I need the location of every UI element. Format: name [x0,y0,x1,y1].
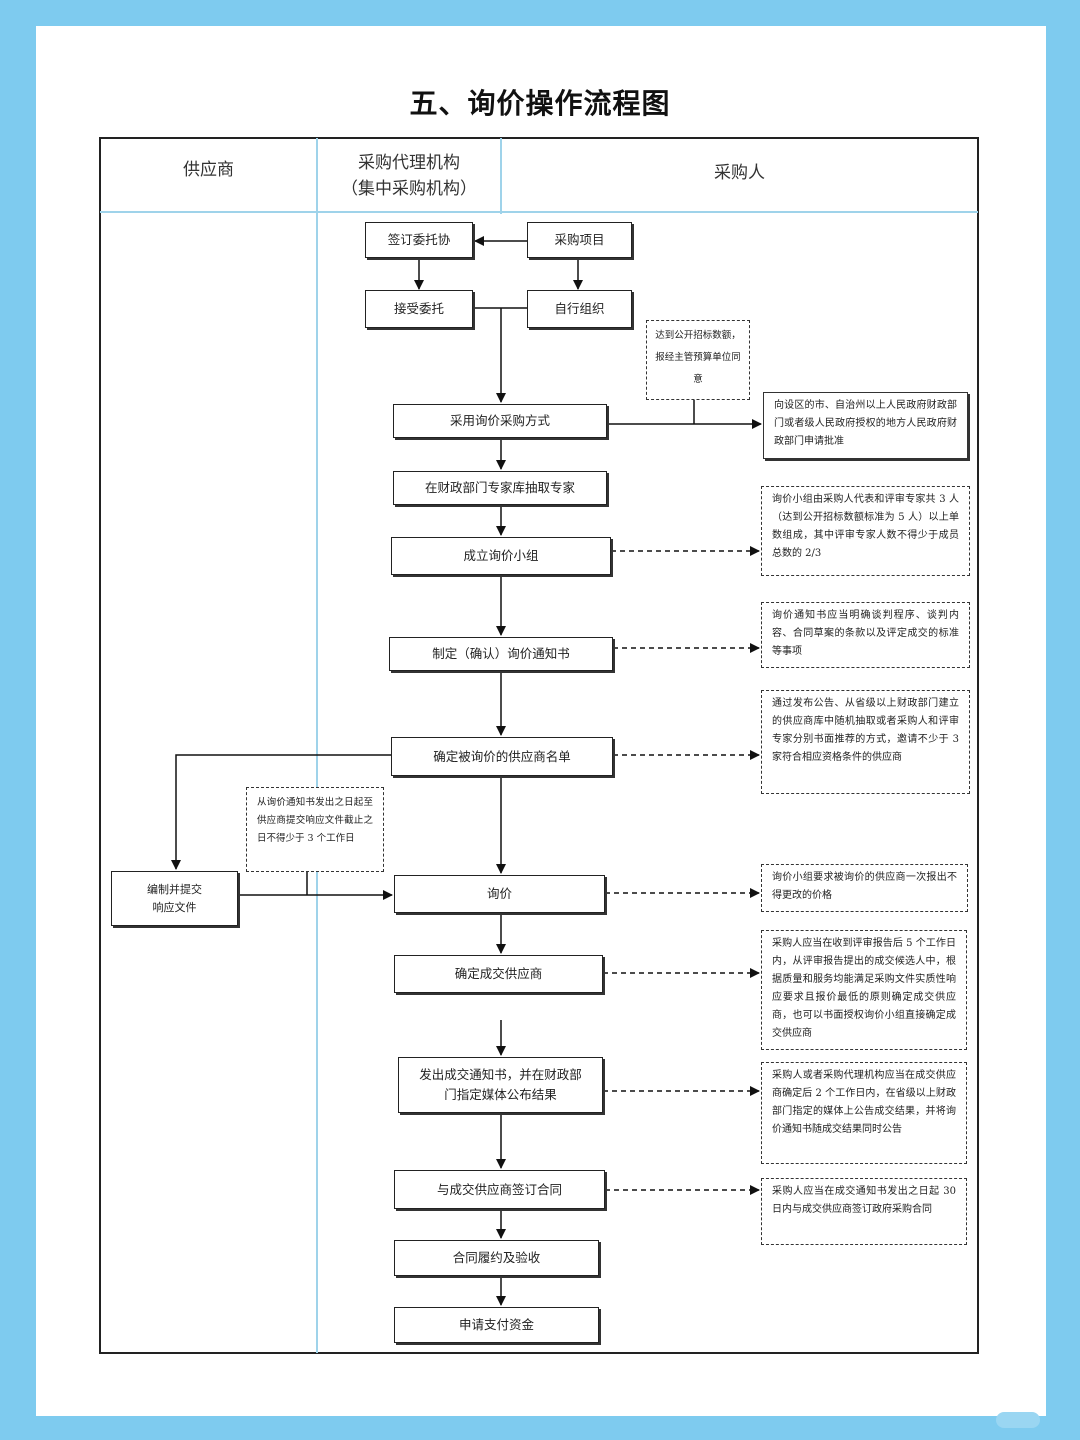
step-form-group: 成立询价小组 [391,537,611,575]
lane-header-purchaser: 采购人 [714,163,765,183]
step-publish-result-line2: 门指定媒体公布结果 [444,1087,557,1102]
step-payment: 申请支付资金 [394,1307,599,1343]
step-prepare-response-line2: 响应文件 [152,900,197,914]
diagram-frame [99,137,979,1354]
lane-header-agency: 采购代理机构 （集中采购机构） [317,150,501,202]
step-inquiry: 询价 [394,875,605,913]
step-sign-entrust: 签订委托协 [365,222,473,258]
note-contract-rule: 采购人应当在成交通知书发出之日起 30 日内与成交供应商签订政府采购合同 [761,1178,967,1245]
note-one-time-quote: 询价小组要求被询价的供应商一次报出不得更改的价格 [761,864,968,912]
note-threshold: 达到公开招标数额，报经主管预算单位同意 [646,320,750,400]
step-determine-list: 确定被询价的供应商名单 [391,737,613,776]
step-acceptance: 合同履约及验收 [394,1240,599,1276]
step-prepare-response-line1: 编制并提交 [147,882,202,896]
note-winner-rule: 采购人应当在收到评审报告后 5 个工作日内，从评审报告提出的成交候选人中，根据质… [761,930,967,1050]
note-supplier-selection: 通过发布公告、从省级以上财政部门建立的供应商库中随机抽取或者采购人和评审专家分别… [761,690,970,794]
step-determine-winner: 确定成交供应商 [394,955,603,993]
step-publish-result: 发出成交通知书，并在财政部 门指定媒体公布结果 [398,1057,603,1113]
note-notice-content: 询价通知书应当明确谈判程序、谈判内容、合同草案的条款以及评定成交的标准等事项 [761,602,970,668]
step-procurement-project: 采购项目 [527,222,632,258]
step-adopt-inquiry: 采用询价采购方式 [393,404,607,438]
step-accept-entrust: 接受委托 [365,290,473,328]
note-group-composition: 询价小组由采购人代表和评审专家共 3 人（达到公开招标数额标准为 5 人）以上单… [761,486,970,576]
watermark-badge [996,1412,1040,1428]
note-approval: 向设区的市、自治州以上人民政府财政部门或者级人民政府授权的地方人民政府财政部门申… [763,392,968,459]
step-sign-contract: 与成交供应商签订合同 [394,1170,605,1209]
note-response-time: 从询价通知书发出之日起至供应商提交响应文件截止之日不得少于 3 个工作日 [246,787,384,872]
step-prepare-response: 编制并提交 响应文件 [111,871,238,926]
step-make-notice: 制定（确认）询价通知书 [389,637,613,671]
step-publish-result-line1: 发出成交通知书，并在财政部 [419,1067,582,1082]
step-draw-experts: 在财政部门专家库抽取专家 [393,471,607,505]
arrow-list-to-supplier [171,754,391,870]
lane-header-supplier: 供应商 [183,160,234,180]
page-title: 五、询价操作流程图 [409,87,671,120]
note-announce-rule: 采购人或者采购代理机构应当在成交供应商确定后 2 个工作日内，在省级以上财政部门… [761,1062,967,1164]
lane-header-agency-line1: 采购代理机构 [358,153,460,173]
step-self-organize: 自行组织 [527,290,632,328]
lane-header-agency-line2: （集中采购机构） [341,179,477,199]
